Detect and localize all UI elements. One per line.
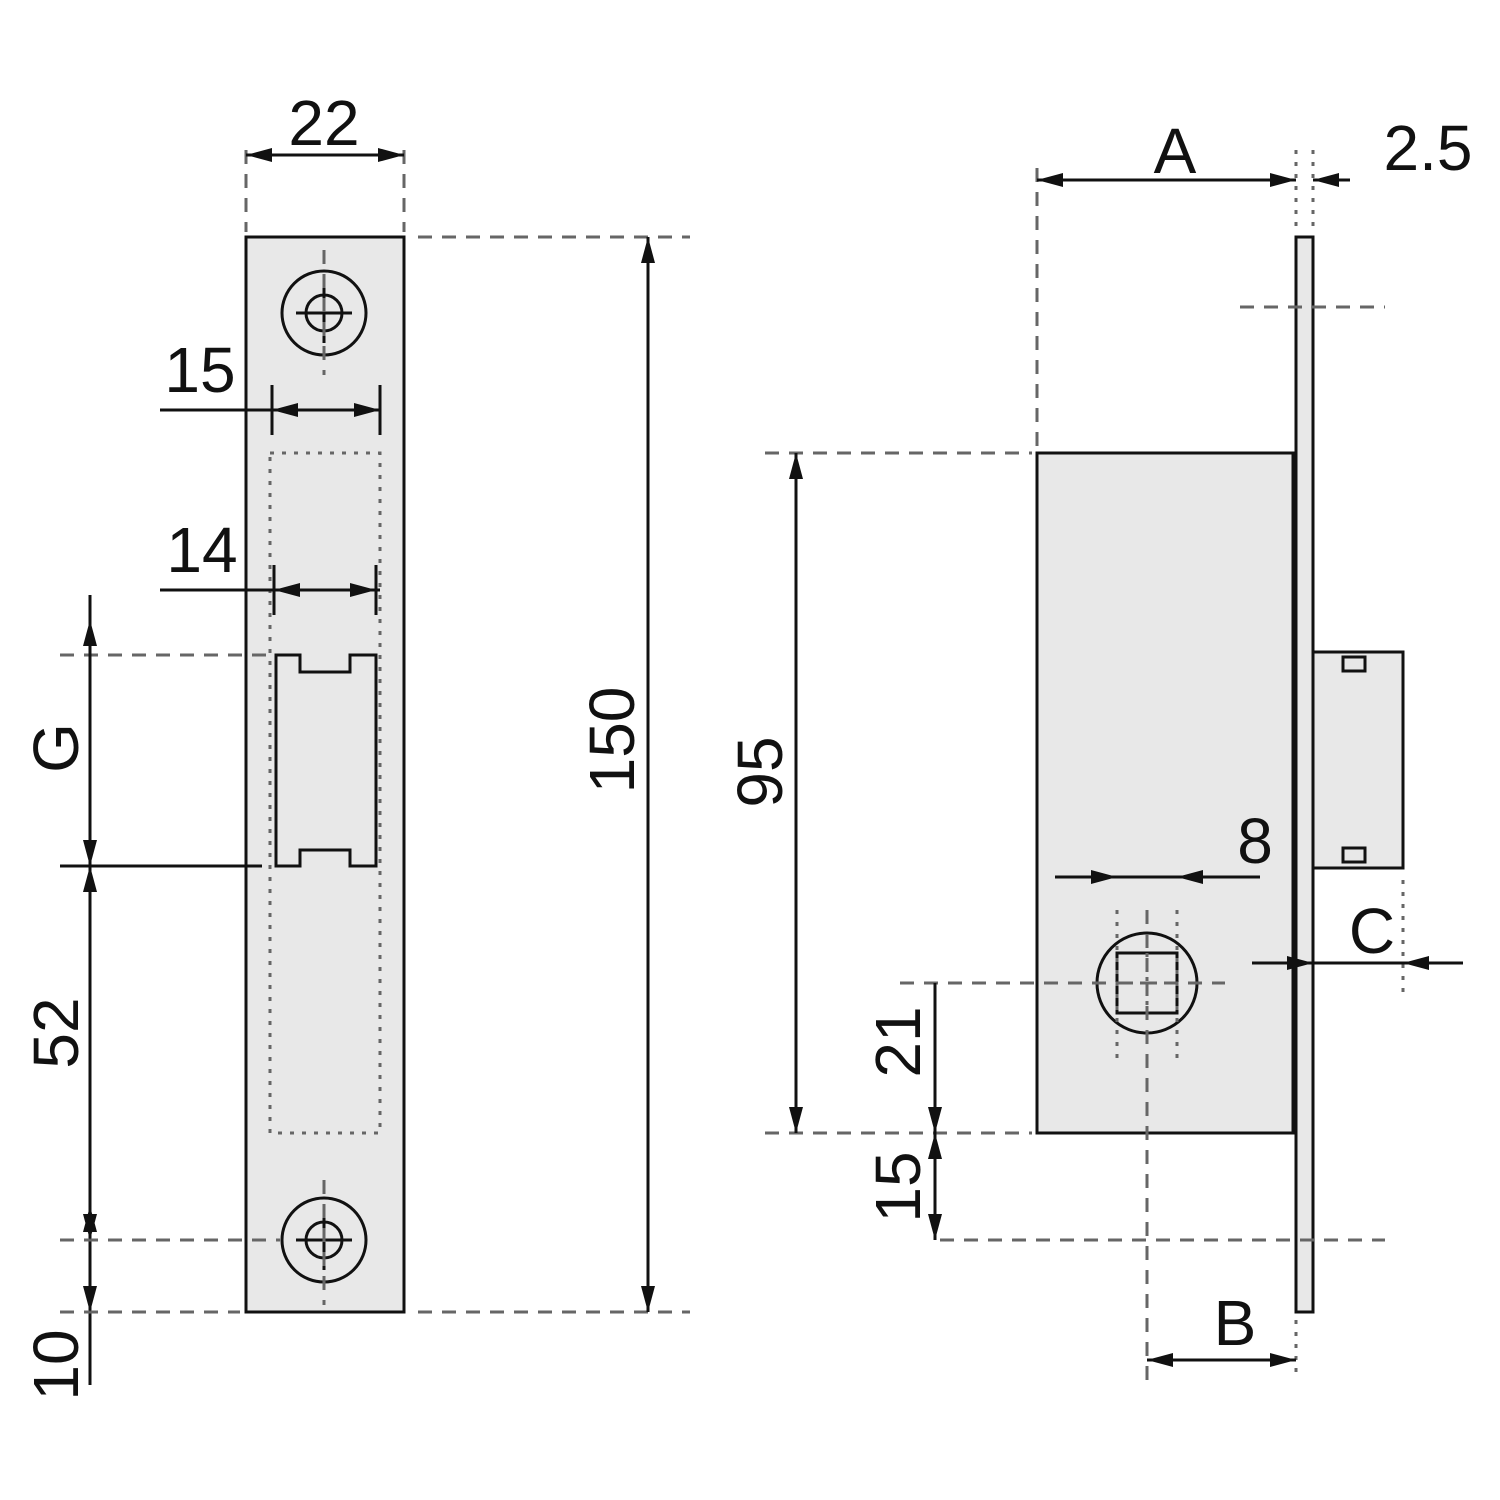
dimension-c: C <box>1252 880 1463 995</box>
dimension-22: 22 <box>244 87 406 232</box>
follower-hub <box>900 910 1225 1380</box>
dimension-2-5: 2.5 <box>1313 112 1472 187</box>
slot-width-label: 15 <box>164 334 235 406</box>
faceplate-edge <box>1294 235 1315 1314</box>
dim-a-label: A <box>1154 115 1197 187</box>
overall-height-label: 150 <box>576 687 648 794</box>
dimension-95: 95 <box>724 451 1032 1135</box>
dimension-a: A <box>1035 115 1315 448</box>
case-height-label: 95 <box>724 736 796 807</box>
dimension-14-bolt: 14 <box>160 514 380 615</box>
latch-bolt-outline <box>274 653 378 868</box>
dimension-g: G <box>20 595 270 1385</box>
dim-g-label: G <box>20 723 92 773</box>
side-view: A 2.5 95 8 C <box>724 112 1472 1380</box>
bolt-width-label: 14 <box>166 514 237 586</box>
dim-52-label: 52 <box>20 997 92 1068</box>
top-screw-hole <box>280 250 368 375</box>
latch-projection <box>1311 650 1405 870</box>
spindle-size-label: 8 <box>1237 805 1273 877</box>
plate-width-label: 22 <box>288 87 359 159</box>
dimension-10: 10 <box>20 1206 240 1401</box>
dim-10-label: 10 <box>20 1329 92 1400</box>
dimension-8: 8 <box>1055 805 1273 884</box>
hidden-case-outline <box>268 451 382 1135</box>
dim-15-lower-label: 15 <box>862 1151 934 1222</box>
dim-b-label: B <box>1214 1287 1257 1359</box>
lock-case <box>1035 451 1295 1135</box>
dimension-150: 150 <box>418 235 690 1314</box>
front-view: 22 150 15 14 <box>20 87 690 1401</box>
dimension-21: 21 <box>862 983 942 1240</box>
dimension-15-slot: 15 <box>160 334 382 435</box>
bottom-screw-hole <box>280 1180 368 1305</box>
dimension-15-lower: 15 <box>862 1133 942 1240</box>
dim-21-label: 21 <box>862 1006 934 1077</box>
dimension-b: B <box>1147 1287 1298 1380</box>
dimension-52: 52 <box>20 866 280 1242</box>
plate-thickness-label: 2.5 <box>1384 112 1473 184</box>
dim-c-label: C <box>1349 895 1395 967</box>
